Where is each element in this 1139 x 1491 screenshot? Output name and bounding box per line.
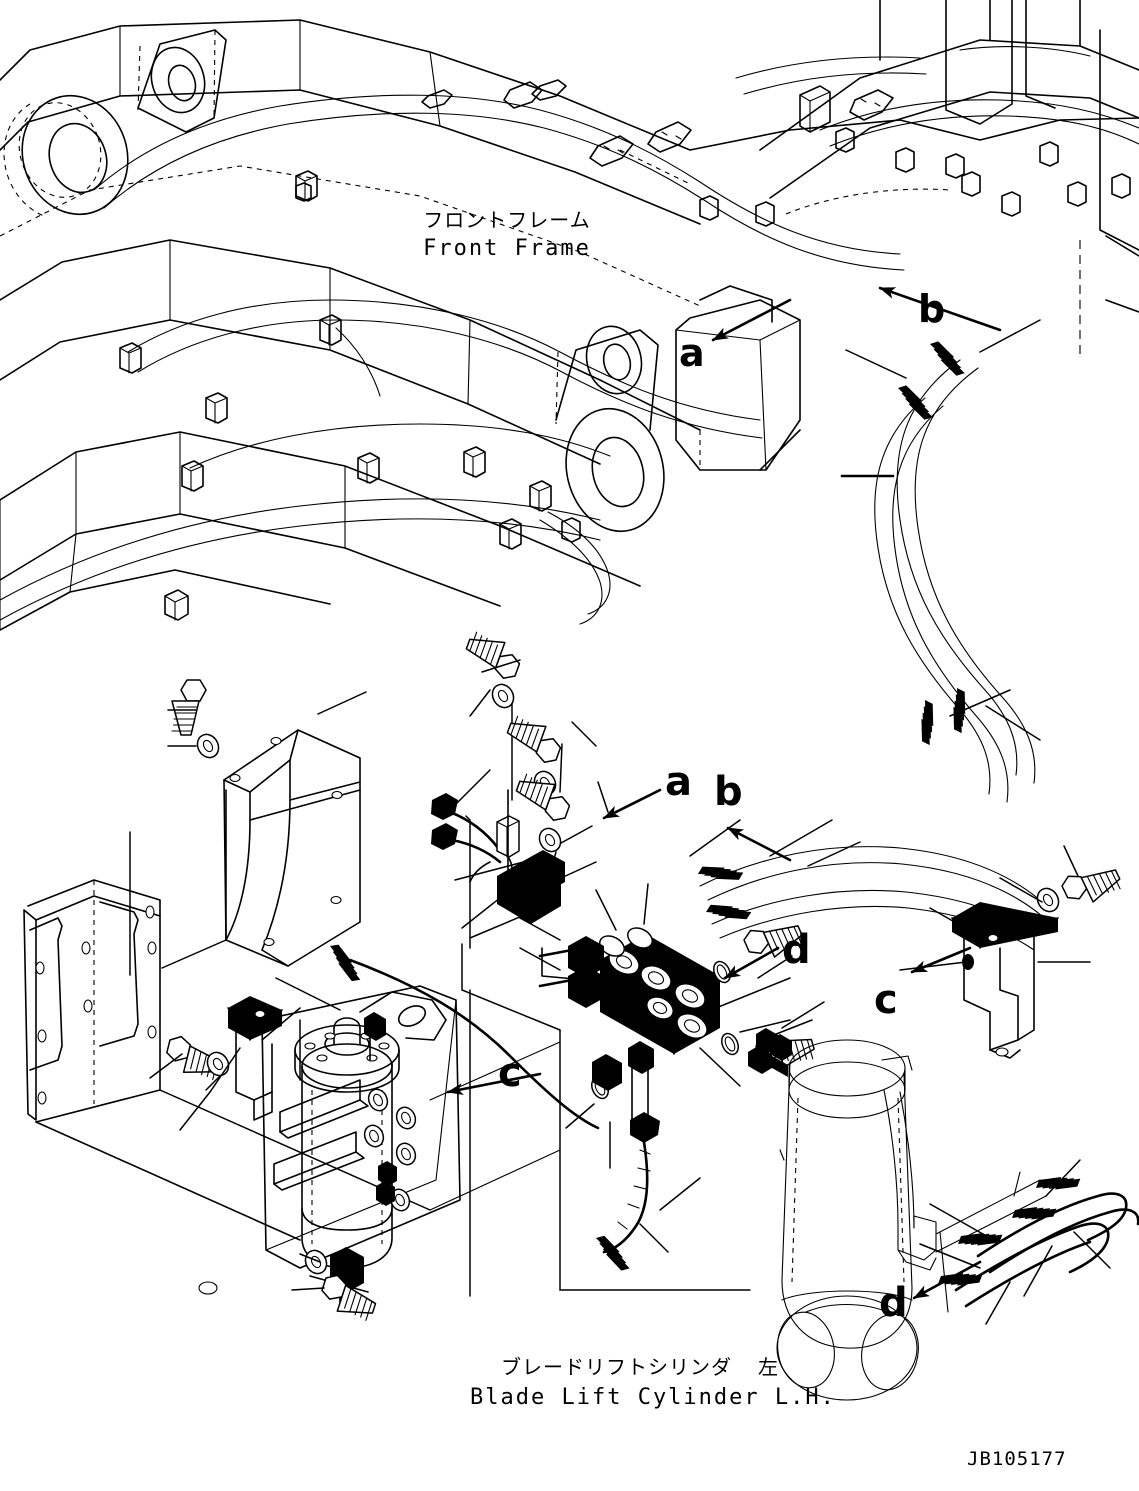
leader-plate-bolt (149, 1053, 183, 1079)
front-frame-label-en: Front Frame (423, 236, 591, 261)
callout-arrow-d-cylinder (912, 1260, 982, 1300)
blade-lift-cylinder-label-jp: ブレードリフトシリンダ 左 (500, 1355, 780, 1379)
leader-tank-bolt (291, 1287, 325, 1291)
cylinder-hose-pair (919, 1159, 1139, 1325)
callout-letter-c-tank: c (498, 1050, 522, 1096)
callout-arrow-b-upper (878, 286, 1002, 332)
valve-fasteners (565, 911, 818, 1129)
callout-letter-b-upper: b (918, 287, 946, 331)
callout-letter-b-middle: b (714, 769, 743, 815)
blade-lift-cylinder-label-en: Blade Lift Cylinder L.H. (470, 1385, 836, 1410)
front-frame-label-jp: フロントフレーム (423, 208, 591, 232)
sheet-number: JB105177 (967, 1448, 1067, 1470)
guard-cover-washer (192, 729, 224, 763)
callout-letter-a-middle: a (665, 759, 692, 805)
guard-cover (129, 691, 367, 1011)
hydraulic-tank (198, 941, 600, 1311)
leader-tank-washer (299, 1253, 321, 1263)
callout-arrow-a-middle (602, 788, 662, 820)
callout-letter-a-upper: a (679, 331, 705, 375)
callout-arrow-c-bracket (910, 946, 972, 974)
hydraulic-hose-pair-upper (840, 319, 1041, 803)
solenoid-harness (431, 630, 609, 1031)
misc-leaders (469, 989, 751, 1297)
callout-arrow-c-tank (429, 1041, 561, 1211)
callout-letter-d-valve: d (782, 927, 811, 973)
front-frame-assembly (0, 0, 1139, 631)
guard-cover-bolt (171, 679, 207, 736)
callout-arrow-a-upper (711, 298, 792, 342)
mounting-plate (23, 879, 431, 1241)
blade-lift-cylinder (756, 1001, 1047, 1401)
callout-letter-c-bracket: c (874, 977, 898, 1023)
drain-hose (588, 1112, 701, 1274)
leader-plate-washer (205, 1075, 221, 1091)
z-bracket (899, 845, 1125, 1059)
callout-letter-d-cylinder: d (879, 1280, 908, 1326)
callout-arrow-d-valve (723, 946, 780, 980)
callout-arrow-b-middle (726, 826, 792, 862)
